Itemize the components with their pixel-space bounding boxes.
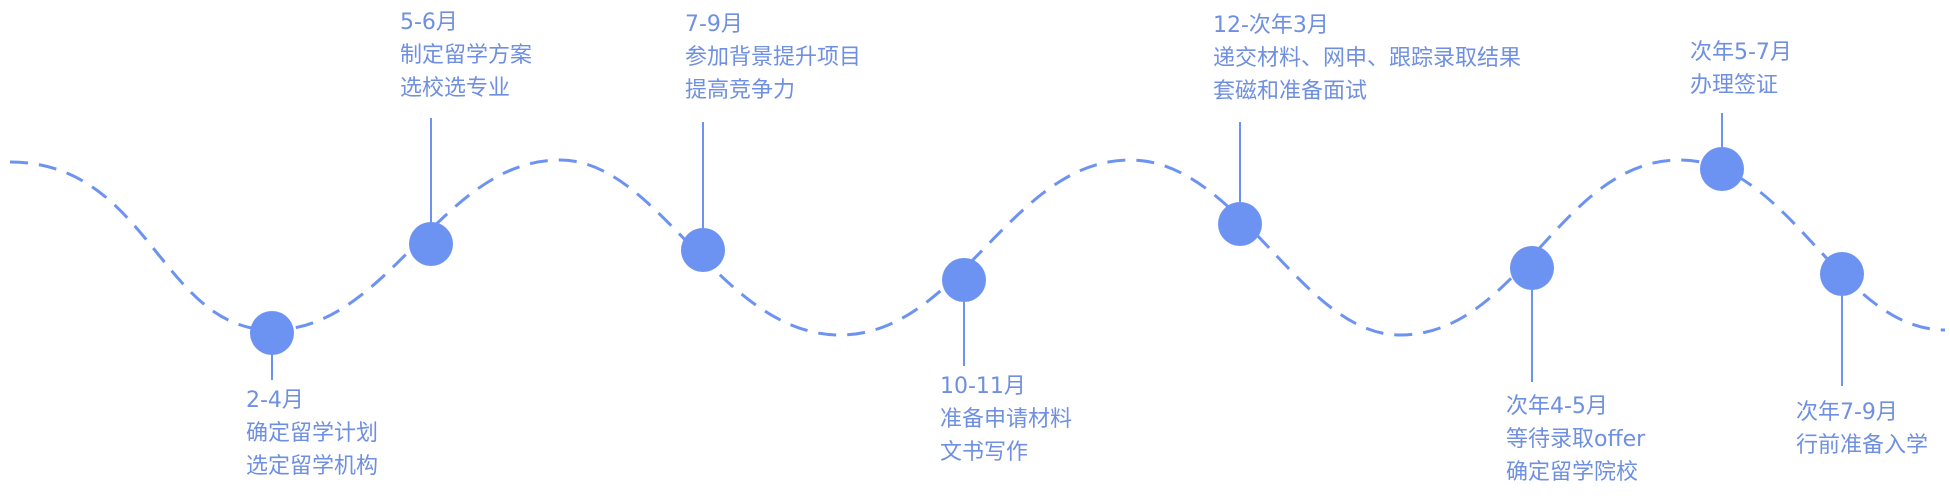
step-3-period: 7-9月 — [685, 12, 743, 37]
step-1-period: 2-4月 — [246, 388, 304, 413]
step-6-line-1: 等待录取offer — [1506, 427, 1646, 452]
step-5: 12-次年3月 递交材料、网申、跟踪录取结果 套磁和准备面试 — [1213, 9, 1521, 108]
step-1-node — [250, 311, 294, 355]
step-2-line-2: 选校选专业 — [400, 76, 511, 101]
step-3: 7-9月 参加背景提升项目 提高竞争力 — [685, 8, 861, 107]
step-4-node — [942, 258, 986, 302]
step-4: 10-11月 准备申请材料 文书写作 — [940, 370, 1072, 469]
step-3-line-1: 参加背景提升项目 — [685, 45, 862, 70]
step-6-period: 次年4-5月 — [1506, 394, 1608, 419]
step-2-node — [409, 222, 453, 266]
step-1-line-1: 确定留学计划 — [246, 421, 379, 446]
step-5-line-2: 套磁和准备面试 — [1213, 79, 1368, 104]
step-3-node — [681, 228, 725, 272]
step-6-line-2: 确定留学院校 — [1506, 460, 1639, 485]
step-7-line-1: 办理签证 — [1690, 73, 1779, 98]
step-2-period: 5-6月 — [400, 10, 458, 35]
step-8-period: 次年7-9月 — [1796, 400, 1898, 425]
step-1: 2-4月 确定留学计划 选定留学机构 — [246, 384, 378, 483]
step-4-line-2: 文书写作 — [940, 440, 1029, 465]
step-5-line-1: 递交材料、网申、跟踪录取结果 — [1213, 46, 1522, 71]
dashed-wave-path — [9, 158, 1946, 337]
step-7: 次年5-7月 办理签证 — [1690, 36, 1792, 102]
step-5-period: 12-次年3月 — [1213, 13, 1329, 38]
step-4-line-1: 准备申请材料 — [940, 407, 1073, 432]
step-8-line-1: 行前准备入学 — [1796, 433, 1929, 458]
step-4-period: 10-11月 — [940, 374, 1026, 399]
step-2: 5-6月 制定留学方案 选校选专业 — [400, 6, 532, 105]
step-7-period: 次年5-7月 — [1690, 40, 1792, 65]
step-2-line-1: 制定留学方案 — [400, 43, 533, 68]
step-6: 次年4-5月 等待录取offer 确定留学院校 — [1506, 390, 1645, 489]
step-8-node — [1820, 252, 1864, 296]
step-1-line-2: 选定留学机构 — [246, 454, 379, 479]
step-6-node — [1510, 246, 1554, 290]
step-8: 次年7-9月 行前准备入学 — [1796, 396, 1928, 462]
step-5-node — [1218, 202, 1262, 246]
step-3-line-2: 提高竞争力 — [685, 78, 796, 103]
step-7-node — [1700, 147, 1744, 191]
